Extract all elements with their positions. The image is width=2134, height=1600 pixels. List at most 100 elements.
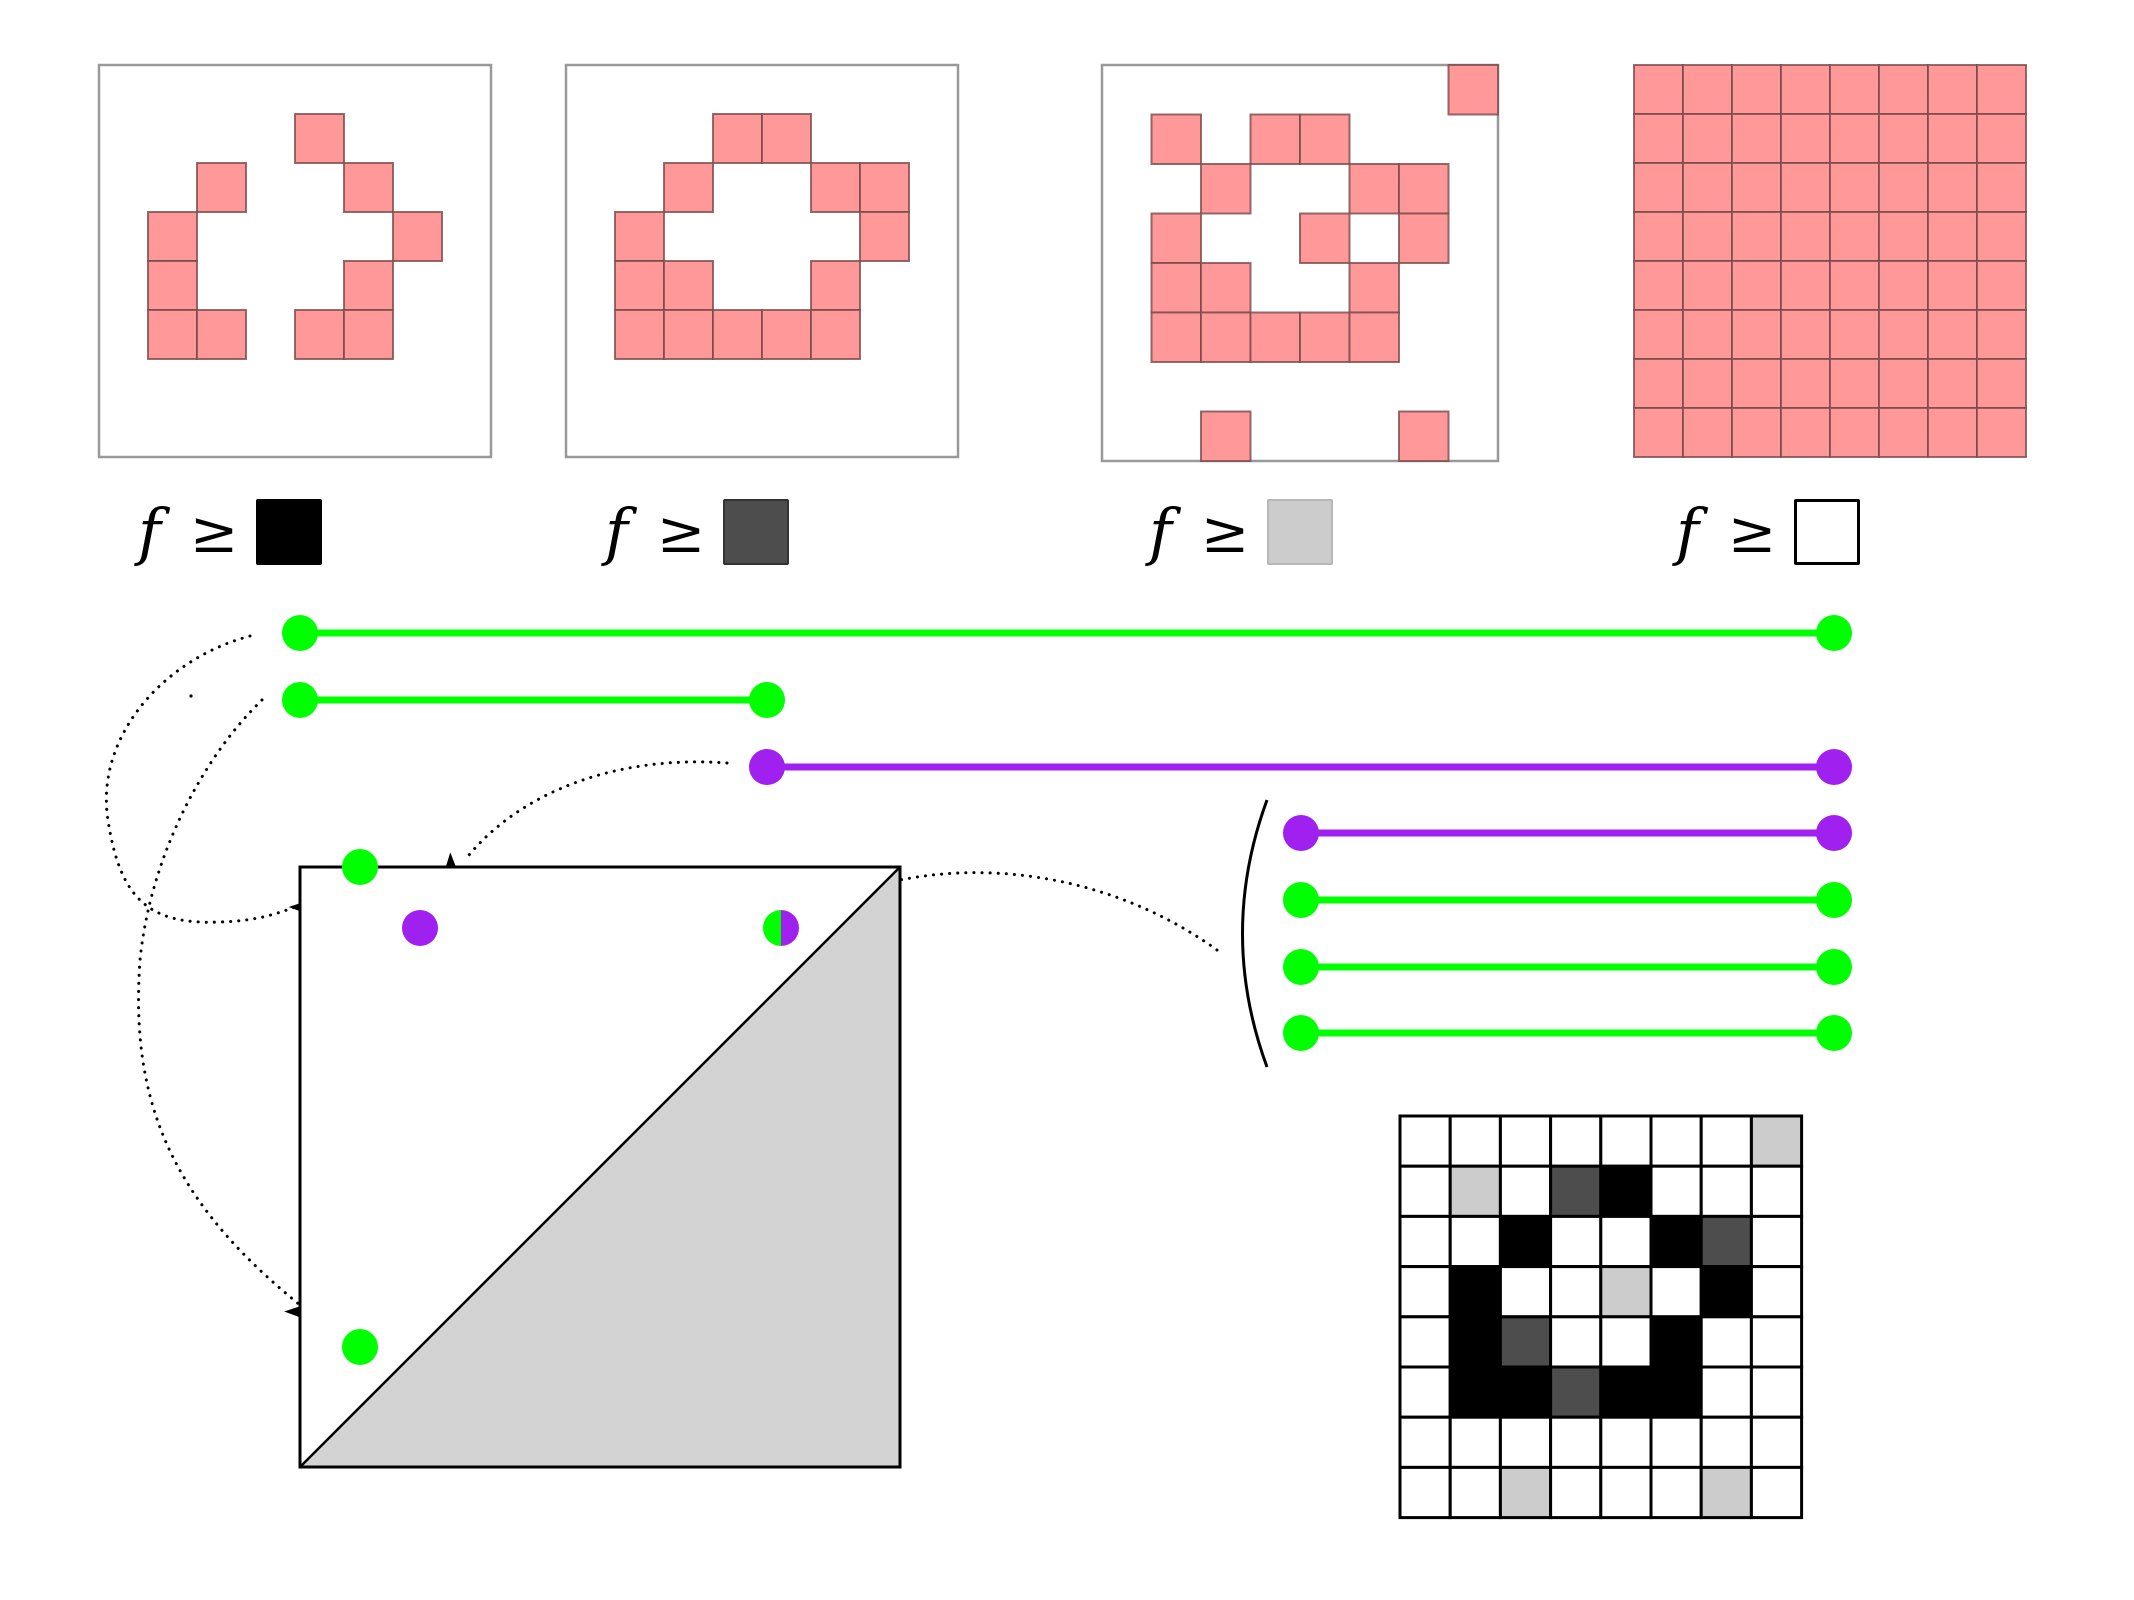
persistence-barcode [282,615,1852,1068]
pixel-cell [1498,1265,1553,1319]
split-point-purple-half [781,910,799,946]
pink-cell [1200,163,1252,215]
pink-cell [1976,309,2027,360]
pink-cell [343,260,394,311]
bar-4-green [1283,882,1852,918]
pixel-cell [1398,1164,1452,1218]
pixel-cell [1448,1114,1502,1168]
threshold-label-0: f≥ [138,497,322,567]
pink-cell [1878,358,1929,409]
pink-cell [1249,113,1301,165]
pixel-cell [1549,1265,1603,1319]
bar-start-dot [749,749,785,785]
pink-cell [1976,358,2027,409]
bar-2-purple [749,749,1852,785]
pink-cell [1731,113,1782,164]
pink-cell [1398,163,1450,215]
pink-cell [1398,212,1450,264]
pink-cell [859,162,910,213]
pink-cell [1633,113,1684,164]
bar-start-dot [1283,882,1319,918]
pixel-cell [1599,1465,1653,1520]
pink-cell [1633,309,1684,360]
pixel-cell [1749,1365,1804,1419]
pixel-cell [1749,1315,1804,1369]
split-point-green-half [763,910,781,946]
pink-cell [810,260,861,311]
function-symbol: f [605,495,628,568]
pixel-cell [1398,1465,1452,1520]
pink-cell [1731,211,1782,262]
stray-dot [189,694,193,698]
pixel-cell [1398,1415,1452,1469]
pink-cell [343,309,394,360]
pixel-cell [1398,1315,1452,1369]
pink-cell [1878,407,1929,458]
diagonal-line [299,866,901,1468]
bar-start-dot [282,682,318,718]
function-symbol: f [1676,495,1699,568]
pixel-cell [1599,1315,1653,1369]
geq-symbol: ≥ [656,498,706,566]
pink-cell [294,309,345,360]
pixel-cell [1649,1415,1703,1469]
pink-cell [1731,309,1782,360]
pixel-cell [1498,1315,1553,1369]
pink-cell [1633,162,1684,213]
pixel-cell [1549,1315,1603,1369]
pink-cell [1927,162,1978,213]
pink-cell [1731,162,1782,213]
pink-cell [1150,262,1202,314]
pink-cell [1829,260,1880,311]
pink-cell [1927,64,1978,115]
pink-cell [343,162,394,213]
pink-cell [1829,407,1880,458]
pink-cell [1150,212,1202,264]
bar-6-green [1283,1015,1852,1051]
pixel-cell [1699,1214,1753,1269]
pink-cell [1976,113,2027,164]
pink-cell [1447,64,1499,116]
pink-cell [761,113,812,164]
pink-cell [1633,211,1684,262]
pink-cell [1348,163,1400,215]
pixel-cell [1498,1114,1553,1168]
pixel-cell [1649,1114,1703,1168]
pixel-cell [1549,1465,1603,1520]
bar-end-dot [1816,749,1852,785]
pixel-cell [1448,1164,1502,1218]
pink-cell [614,260,665,311]
pink-cell [1829,64,1880,115]
superlevel-set-panels [97,63,2027,463]
pink-cell [294,113,345,164]
pink-cell [1927,260,1978,311]
bar-end-dot [1816,882,1852,918]
bar-1-green [282,682,785,718]
pixel-cell [1398,1214,1452,1269]
pink-cell [1878,260,1929,311]
pink-cell [1780,211,1831,262]
pixel-cell [1649,1164,1703,1218]
pink-cell [1348,311,1400,363]
pink-cell [1682,162,1733,213]
pink-cell [147,260,198,311]
pink-cell [1878,113,1929,164]
pink-cell [1976,211,2027,262]
pink-cell [1682,407,1733,458]
pink-cell [1780,358,1831,409]
threshold-swatch [256,499,322,565]
pixel-cell [1749,1265,1804,1319]
persistence-diagram [298,849,902,1469]
pink-cell [1780,260,1831,311]
pixel-cell [1599,1114,1653,1168]
pink-cell [147,211,198,262]
pink-cell [663,162,714,213]
bar-5-green [1283,949,1852,985]
bar-start-dot [282,615,318,651]
diagram-frame [298,865,902,1469]
pink-cell [1878,211,1929,262]
pixel-cell [1498,1465,1553,1520]
pixel-cell [1649,1465,1703,1520]
pink-cell [1200,262,1252,314]
